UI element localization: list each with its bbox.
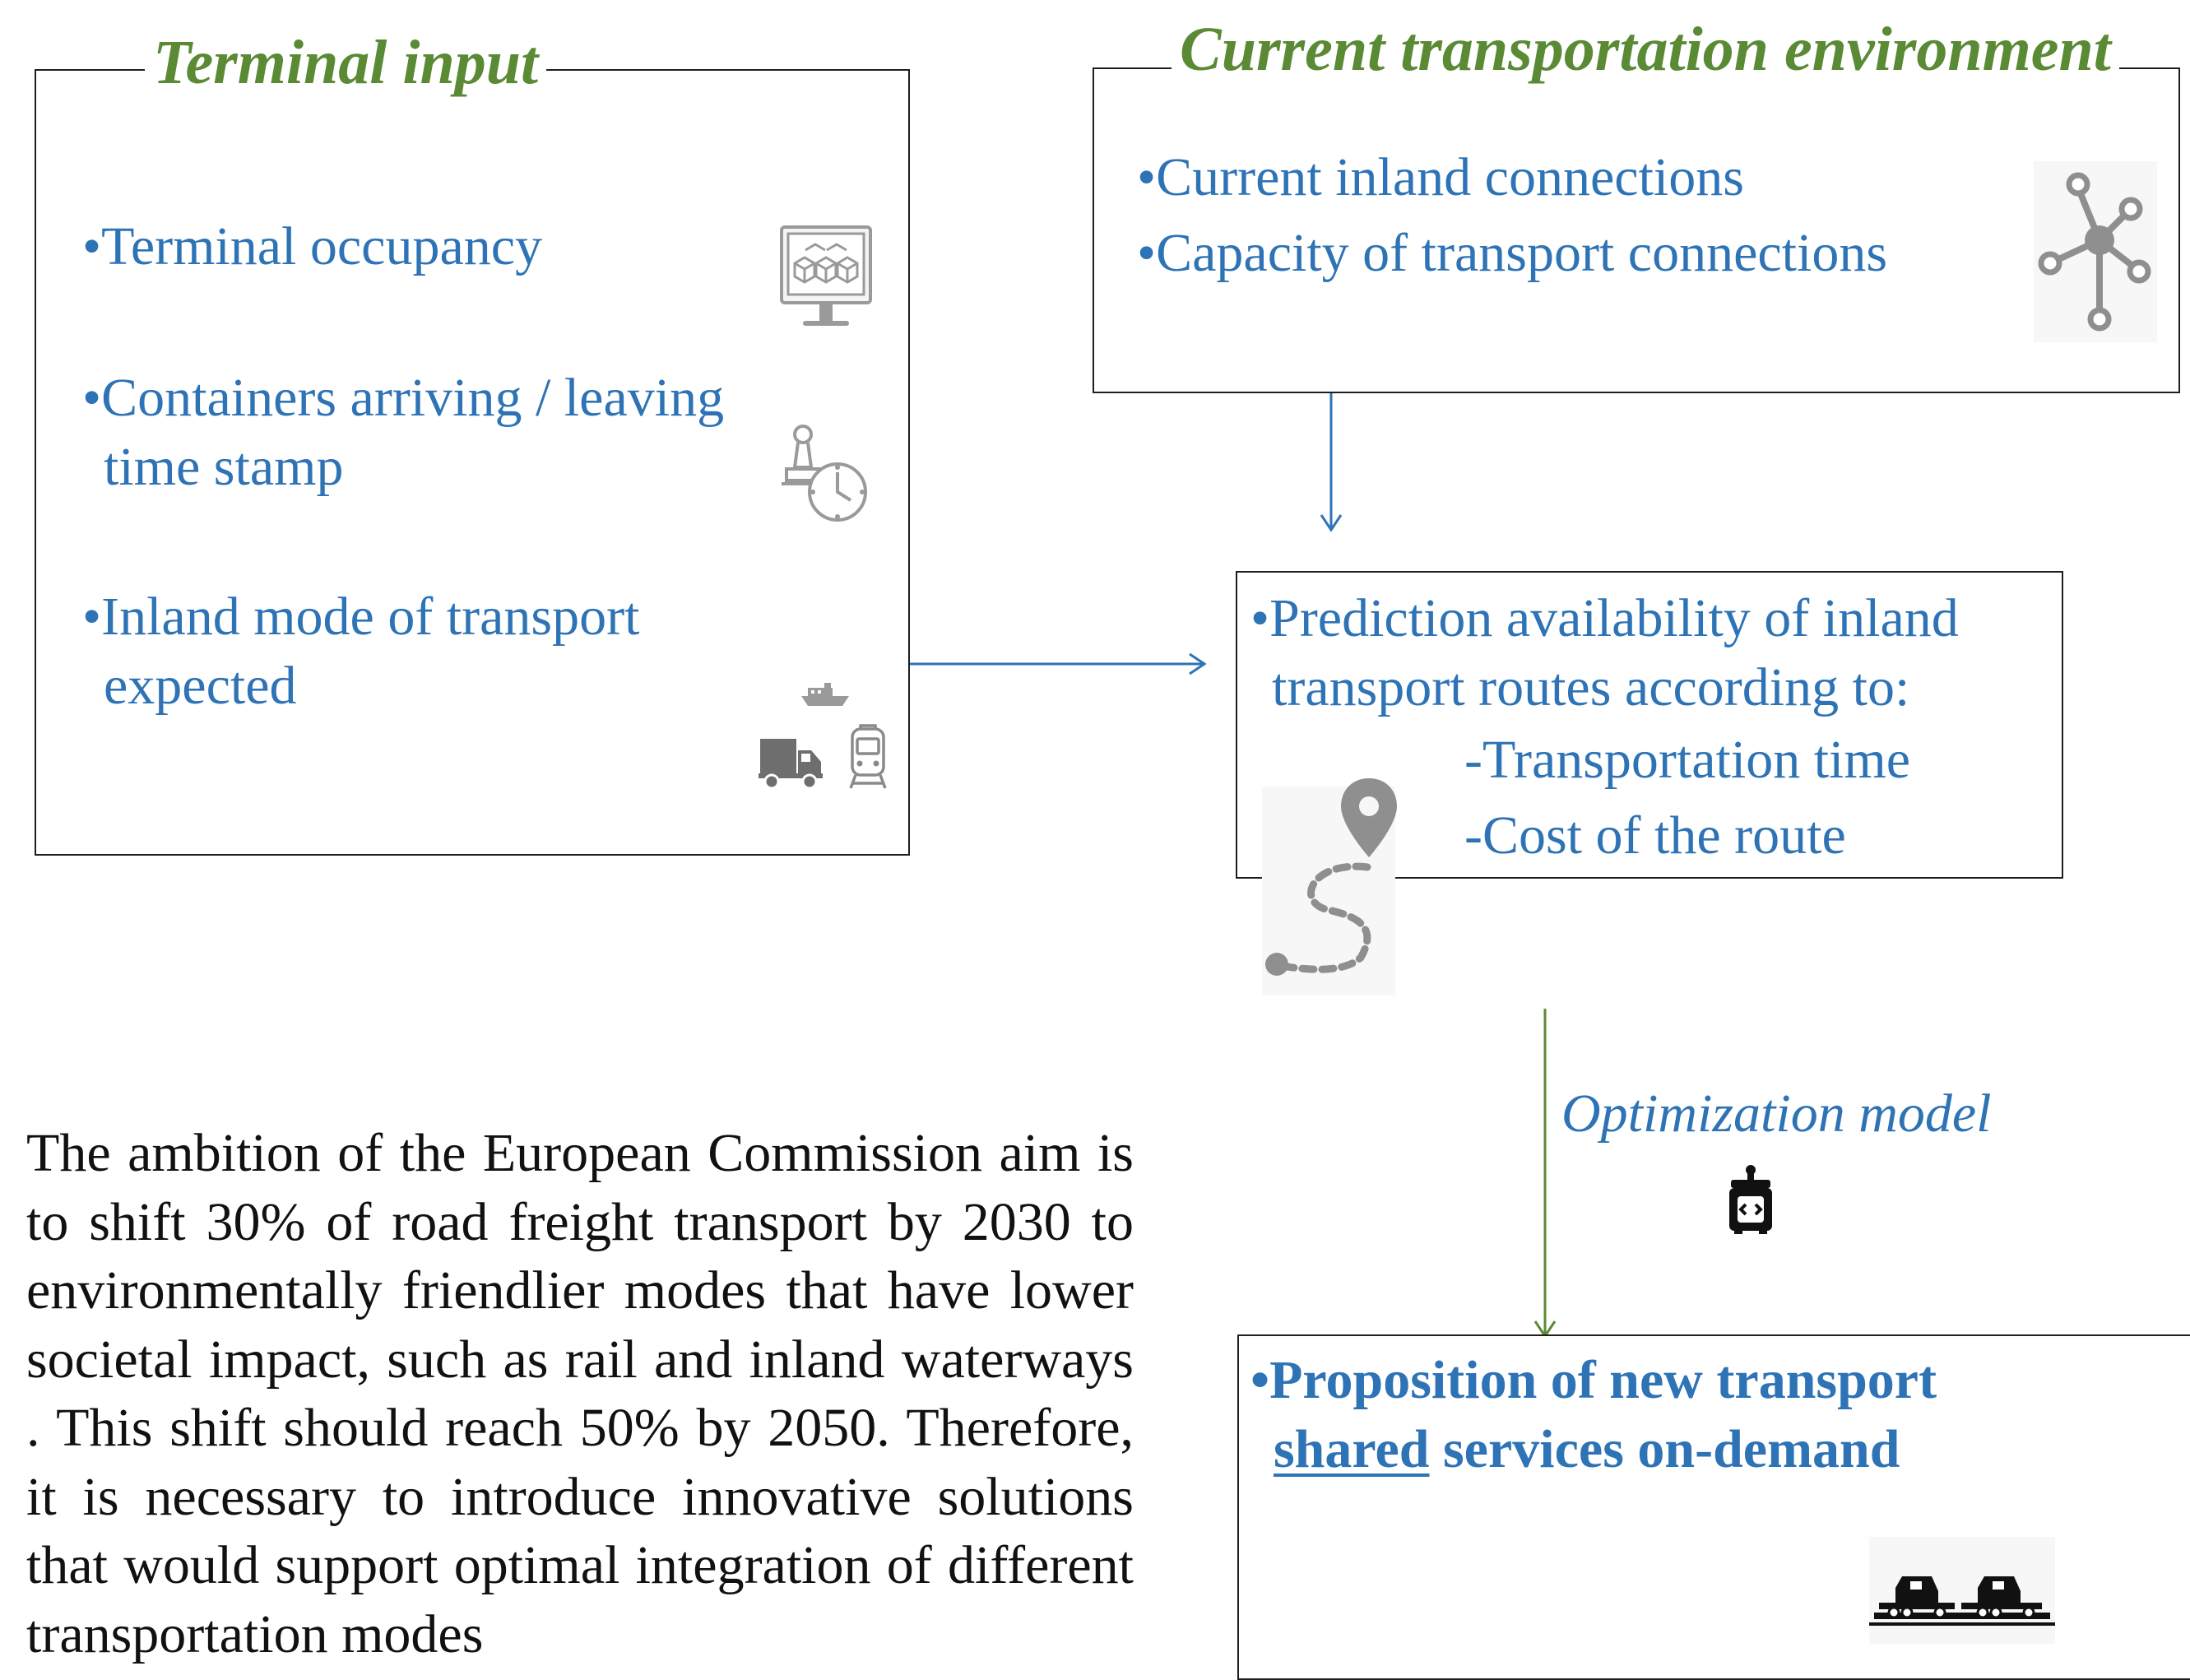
optimization-model-label: Optimization model [1561, 1084, 1992, 1144]
terminal-input-title: Terminal input [145, 31, 547, 94]
containers-arriving-text: •Containers arriving / leaving [82, 368, 725, 428]
proposition-line-1: •Proposition of new transport [1250, 1346, 1937, 1415]
time-stamp-text: time stamp [104, 437, 344, 497]
arrow-environment-to-prediction [1320, 393, 1343, 532]
arrow-prediction-to-proposition [1533, 1009, 1557, 1339]
capacity-connections-text: •Capacity of transport connections [1137, 223, 1888, 283]
stamp-clock-icon [782, 421, 872, 536]
route-pin-icon [1262, 778, 1397, 1000]
truck-icon [759, 734, 823, 796]
train-icon [849, 724, 887, 796]
monitor-boxes-icon [778, 224, 874, 343]
commission-paragraph: The ambition of the European Commission … [26, 1123, 1134, 1664]
ship-icon [800, 681, 851, 713]
proposition-bullet: • [1250, 1350, 1270, 1410]
network-icon [2034, 161, 2157, 346]
robot-icon [1728, 1163, 1774, 1238]
terminal-occupancy-text: •Terminal occupancy [82, 216, 543, 276]
environment-box [1093, 67, 2180, 393]
rail-truck-icon [1869, 1537, 2055, 1648]
proposition-text: Proposition of new transport [1269, 1350, 1937, 1410]
services-on-demand-text: services on-demand [1429, 1419, 1900, 1479]
current-inland-connections-text: •Current inland connections [1137, 147, 1744, 207]
prediction-line-2: transport routes according to: [1272, 657, 1910, 717]
cost-of-route-text: -Cost of the route [1464, 805, 1846, 866]
environment-title: Current transportation environment [1172, 18, 2119, 81]
arrow-terminal-to-prediction [910, 652, 1207, 675]
expected-text: expected [104, 656, 297, 716]
terminal-input-box [35, 69, 910, 856]
proposition-line-2: shared services on-demand [1274, 1415, 1900, 1484]
prediction-line-1: •Prediction availability of inland [1250, 588, 1959, 648]
shared-word: shared [1274, 1419, 1430, 1479]
inland-mode-text: •Inland mode of transport [82, 587, 640, 647]
transportation-time-text: -Transportation time [1464, 730, 1911, 790]
